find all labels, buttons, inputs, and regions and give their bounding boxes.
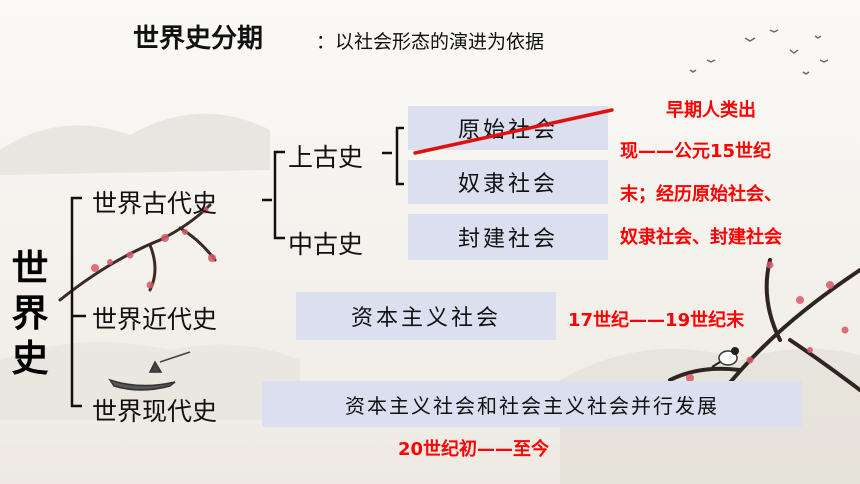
note-ancient-line2: 现——公元15世纪 <box>620 141 772 162</box>
node-middle-antiquity: 中古史 <box>288 230 364 259</box>
page-title: 世界史分期 <box>133 24 264 54</box>
node-contemporary-history: 世界现代史 <box>92 397 218 426</box>
note-ancient-line3: 末；经历原始社会、 <box>620 184 782 205</box>
node-modern-history: 世界近代史 <box>92 305 218 334</box>
note-ancient-line1: 早期人类出 <box>666 100 756 121</box>
box-feudal-society: 封建社会 <box>408 214 608 260</box>
note-modern-period: 17世纪——19世纪末 <box>568 310 745 331</box>
box-slave-society: 奴隶社会 <box>408 160 608 204</box>
note-ancient-line4: 奴隶社会、封建社会 <box>620 227 782 248</box>
note-contemporary-period: 20世纪初——至今 <box>398 439 550 460</box>
node-upper-antiquity: 上古史 <box>288 143 364 172</box>
node-ancient-history: 世界古代史 <box>92 189 218 218</box>
box-parallel-development: 资本主义社会和社会主义社会并行发展 <box>262 381 802 427</box>
box-capitalist-society: 资本主义社会 <box>296 292 556 340</box>
box-primitive-society: 原始社会 <box>408 106 608 150</box>
root-node-world-history: 世界史 <box>11 247 49 380</box>
page-subtitle: ：以社会形态的演进为依据 <box>316 31 545 53</box>
